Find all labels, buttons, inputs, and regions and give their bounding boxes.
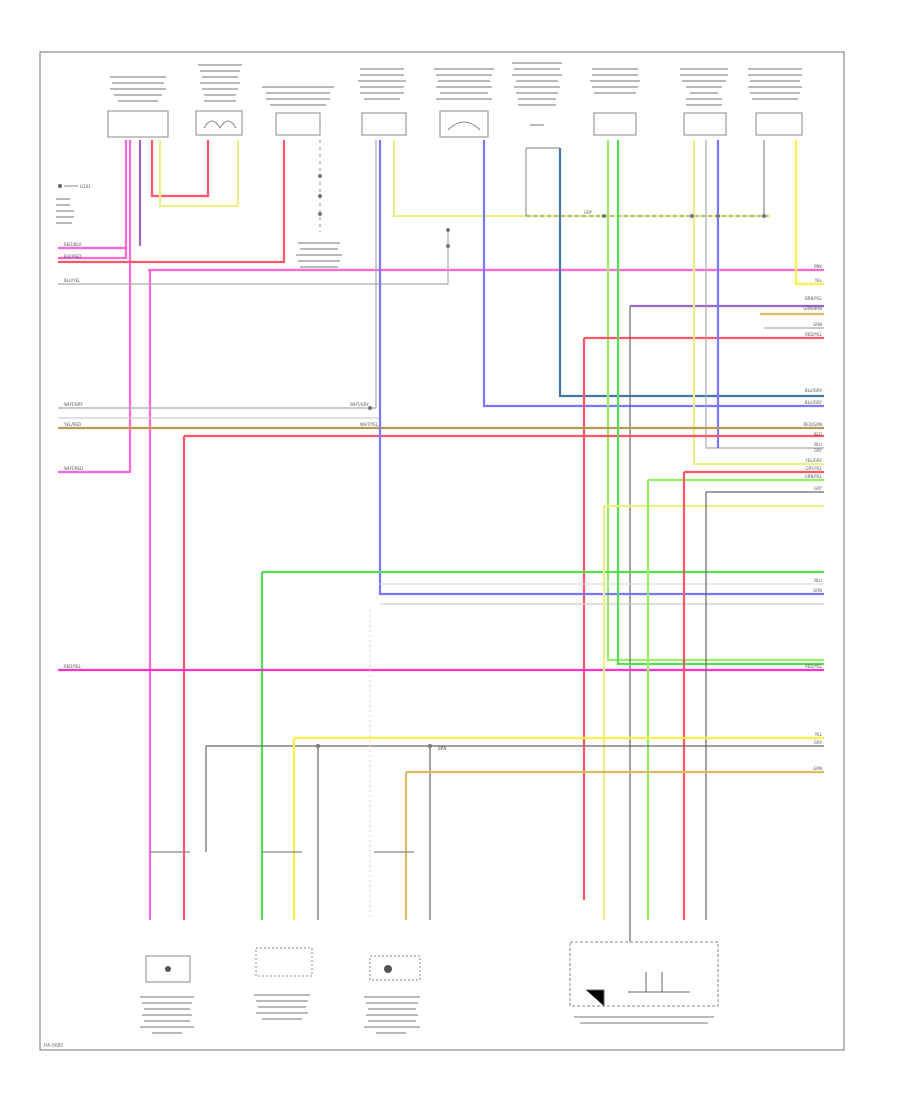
right-wire-label: GRN/BRN <box>803 306 822 311</box>
right-wire-label: GRY <box>814 486 823 491</box>
wire-gray-bottom <box>205 745 824 852</box>
sensor-box-1 <box>145 955 191 983</box>
component-box-5 <box>439 110 489 138</box>
wire-green-600 <box>616 140 824 666</box>
sensor-box-2 <box>255 947 313 977</box>
bottom-captions <box>140 994 714 1034</box>
left-rail-labels: RED/BLU BLK/RED BLU/YEL WHT/GRY YEL/RED WHT/R… <box>63 242 83 669</box>
inline-wire-label: BRN <box>438 746 447 751</box>
inline-wire-label: GRY <box>584 210 593 215</box>
wire-red-rail <box>182 434 824 920</box>
wire-blue-mid <box>378 140 824 596</box>
wire-red-top <box>582 336 824 900</box>
wire-gray-526 <box>525 147 560 216</box>
sensor-box-3 <box>369 955 421 981</box>
wire-lime-top <box>606 140 824 662</box>
left-wire-label: YEL/RED <box>63 422 81 427</box>
right-wire-label: BLU <box>814 578 822 583</box>
component-box-8 <box>755 112 803 136</box>
diagram-border <box>39 51 845 1051</box>
component-box-6 <box>593 112 637 136</box>
component-box-7 <box>683 112 727 136</box>
right-wire-label: GRN <box>813 322 822 327</box>
component-5-symbol <box>447 121 481 131</box>
wire-lime-480 <box>646 478 824 920</box>
ground-symbol: G101 <box>58 184 91 189</box>
component-box-3 <box>275 112 321 136</box>
left-wire-label: BLU/YEL <box>64 278 81 283</box>
wires <box>58 140 824 990</box>
inline-wire-label: WHT/GRY <box>350 402 369 407</box>
page-label: PA-5689 <box>44 1043 64 1049</box>
inline-wire-labels: WHT/GRY WHT/YEL GRY BRN <box>350 210 593 751</box>
left-wire-label: WHT/GRY <box>64 402 83 407</box>
right-rail-labels: PNK YEL BRN/YEL GRN/BRN GRN RED/YEL BLU/GRY BLU… <box>803 264 823 771</box>
wire-tan-bottom <box>404 770 824 920</box>
wire-tan-top <box>392 140 770 218</box>
right-wire-label: YEL <box>814 732 823 737</box>
right-wire-label: RED/GRN <box>803 422 822 427</box>
wire-ly-470 <box>602 504 824 920</box>
component-2-symbol <box>203 120 237 130</box>
left-wire-label: WHT/RED <box>64 466 83 471</box>
right-wire-label: GRN <box>813 588 822 593</box>
wire-gray-408 <box>58 140 377 409</box>
wire-pink-vertical-left <box>58 140 132 474</box>
wire-red-to-3 <box>58 140 286 264</box>
wire-blue-long <box>482 140 824 408</box>
component-box-1 <box>107 110 169 138</box>
splices <box>316 174 766 748</box>
right-wire-label: GRN <box>813 766 822 771</box>
right-wire-label: BRN/YEL <box>805 296 823 301</box>
right-wire-label: BLU/GRY <box>805 388 823 393</box>
wire-yellow-bottom <box>292 736 824 920</box>
bottom-components <box>140 851 719 1034</box>
right-wire-label: GRY <box>814 740 823 745</box>
wire-red-490 <box>682 470 824 920</box>
wire-yellow-right <box>794 140 824 286</box>
right-wire-label: BLU <box>814 442 822 447</box>
left-wire-label: RED/YEL <box>64 664 82 669</box>
right-wire-label: RED/YEL <box>805 664 823 669</box>
wire-pink-main <box>58 140 128 260</box>
left-wire-label: BLK/RED <box>64 254 81 259</box>
component-captions <box>56 62 802 268</box>
right-wire-label: GRN/YEL <box>805 474 823 479</box>
right-wire-label: BLU/GRY <box>805 400 823 405</box>
wire-teal <box>558 148 824 398</box>
module-box <box>569 941 719 1007</box>
wire-light-yellow-right <box>692 140 824 466</box>
inline-wire-label: WHT/YEL <box>360 422 379 427</box>
top-components <box>56 62 803 268</box>
component-box-4 <box>361 112 407 136</box>
right-wire-label: GRY/YEL <box>805 466 822 471</box>
right-wire-label: RED <box>814 432 822 437</box>
wire-red-1 <box>150 140 210 198</box>
wire-tan-1 <box>158 140 240 208</box>
wire-gray-right <box>705 140 824 449</box>
right-wire-label: PNK <box>814 264 822 269</box>
component-box-2 <box>195 110 243 136</box>
right-wire-label: GRY <box>814 448 823 453</box>
right-wire-label: YEL/GRY <box>804 458 822 463</box>
left-wire-label: RED/BLU <box>64 242 82 247</box>
wire-gray-500 <box>705 491 824 920</box>
ground-label: G101 <box>80 184 91 189</box>
right-wire-label: RED/YEL <box>805 332 823 337</box>
right-wire-label: YEL <box>814 278 823 283</box>
